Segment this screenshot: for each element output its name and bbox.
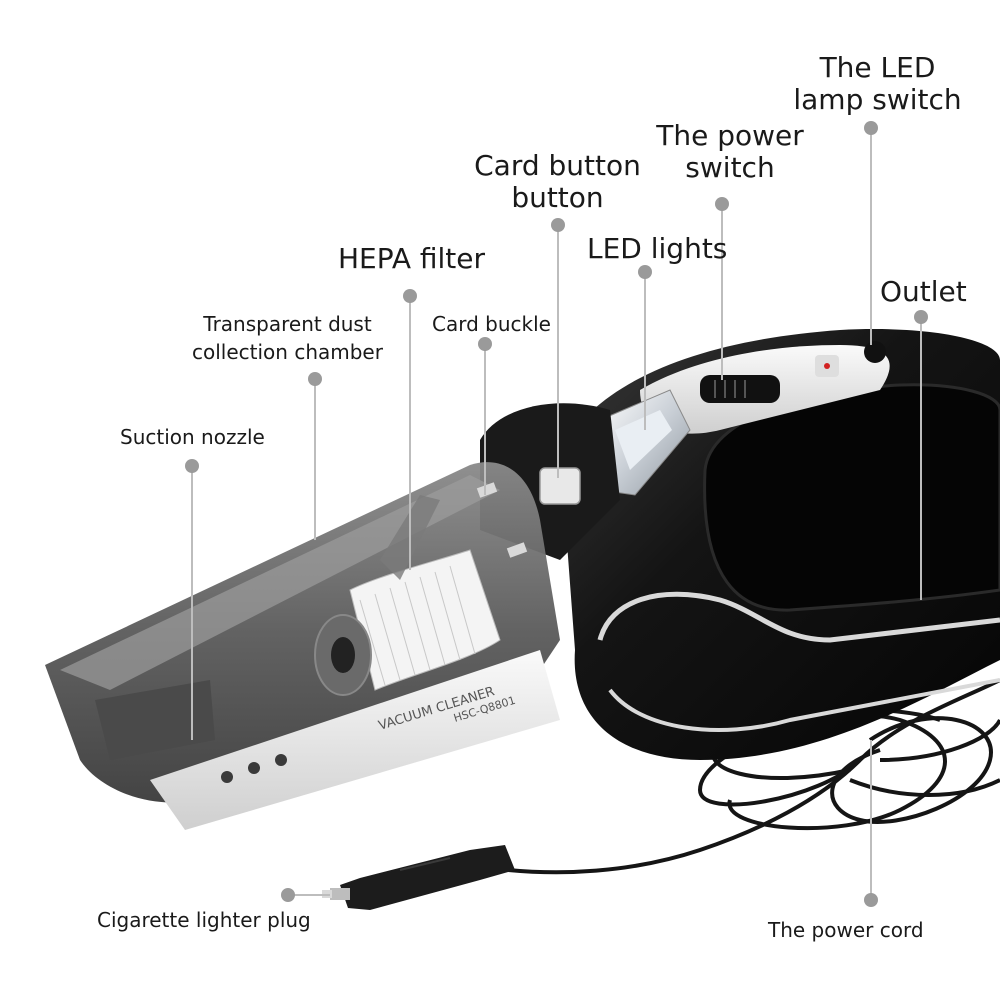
dot-card-buckle	[478, 337, 492, 351]
dot-dust-chamber	[308, 372, 322, 386]
label-card-buckle: Card buckle	[432, 312, 551, 336]
dot-led-lamp-switch	[864, 121, 878, 135]
label-dust-chamber: Transparent dust collection chamber	[192, 312, 383, 364]
label-hepa-filter: HEPA filter	[338, 242, 486, 275]
dot-power-switch	[715, 197, 729, 211]
label-power-cord: The power cord	[768, 918, 924, 942]
dot-suction-nozzle	[185, 459, 199, 473]
callout-dots	[185, 121, 928, 907]
callout-lines	[191, 128, 922, 900]
label-card-button: Card button button	[474, 149, 641, 215]
label-led-lights: LED lights	[587, 232, 728, 265]
dot-led-lights	[638, 265, 652, 279]
dot-hepa-filter	[403, 289, 417, 303]
label-power-switch: The power switch	[656, 119, 804, 185]
dot-power-cord	[864, 893, 878, 907]
dot-card-button	[551, 218, 565, 232]
label-led-lamp-switch: The LED lamp switch	[793, 51, 962, 117]
label-suction-nozzle: Suction nozzle	[120, 425, 265, 449]
label-outlet: Outlet	[880, 275, 967, 308]
vacuum-body	[480, 329, 1000, 760]
label-cigarette-plug: Cigarette lighter plug	[97, 908, 311, 932]
dot-cigarette-plug	[281, 888, 295, 902]
dust-chamber	[45, 462, 560, 830]
cigarette-lighter-plug	[322, 845, 515, 910]
dot-outlet	[914, 310, 928, 324]
